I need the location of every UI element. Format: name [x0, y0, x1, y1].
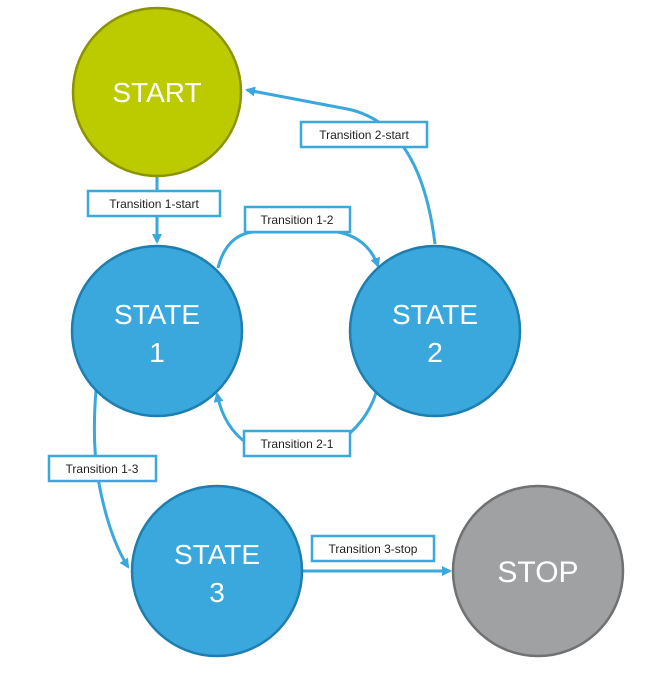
node-state-2-circle [348, 244, 522, 418]
node-state-3-circle [130, 484, 304, 658]
node-state-2-label-line1: STATE [392, 299, 478, 330]
node-state-3[interactable]: STATE 3 [130, 484, 304, 658]
node-state-1-circle [70, 244, 244, 418]
node-state-1-label-line2: 1 [149, 337, 165, 368]
node-state-3-label-line1: STATE [174, 539, 260, 570]
label-transition-1-2[interactable]: Transition 1-2 [243, 205, 352, 234]
node-stop-circle [451, 484, 625, 658]
node-stop-label: STOP [497, 556, 578, 589]
label-transition-1-2-text: Transition 1-2 [261, 213, 334, 227]
label-transition-2-1[interactable]: Transition 2-1 [242, 429, 352, 458]
node-state-1[interactable]: STATE 1 [70, 244, 244, 418]
node-state-1-label-line1: STATE [114, 299, 200, 330]
node-state-2-label-line2: 2 [427, 337, 443, 368]
label-transition-1-start[interactable]: Transition 1-start [86, 189, 222, 218]
label-transition-2-1-text: Transition 2-1 [261, 437, 334, 451]
node-start[interactable]: START [71, 6, 243, 178]
node-state-3-label-line2: 3 [209, 577, 225, 608]
label-transition-3-stop[interactable]: Transition 3-stop [310, 534, 436, 563]
label-transition-1-3[interactable]: Transition 1-3 [47, 454, 158, 483]
label-transition-2-start-text: Transition 2-start [319, 128, 409, 142]
node-start-label: START [112, 77, 201, 108]
node-stop[interactable]: STOP [451, 484, 625, 658]
label-transition-3-stop-text: Transition 3-stop [329, 542, 418, 556]
label-transition-2-start[interactable]: Transition 2-start [299, 120, 429, 149]
node-state-2[interactable]: STATE 2 [348, 244, 522, 418]
label-transition-1-start-text: Transition 1-start [109, 197, 199, 211]
arrow-transition-1-2 [216, 230, 381, 269]
node-start-circle [71, 6, 243, 178]
label-transition-1-3-text: Transition 1-3 [66, 462, 139, 476]
